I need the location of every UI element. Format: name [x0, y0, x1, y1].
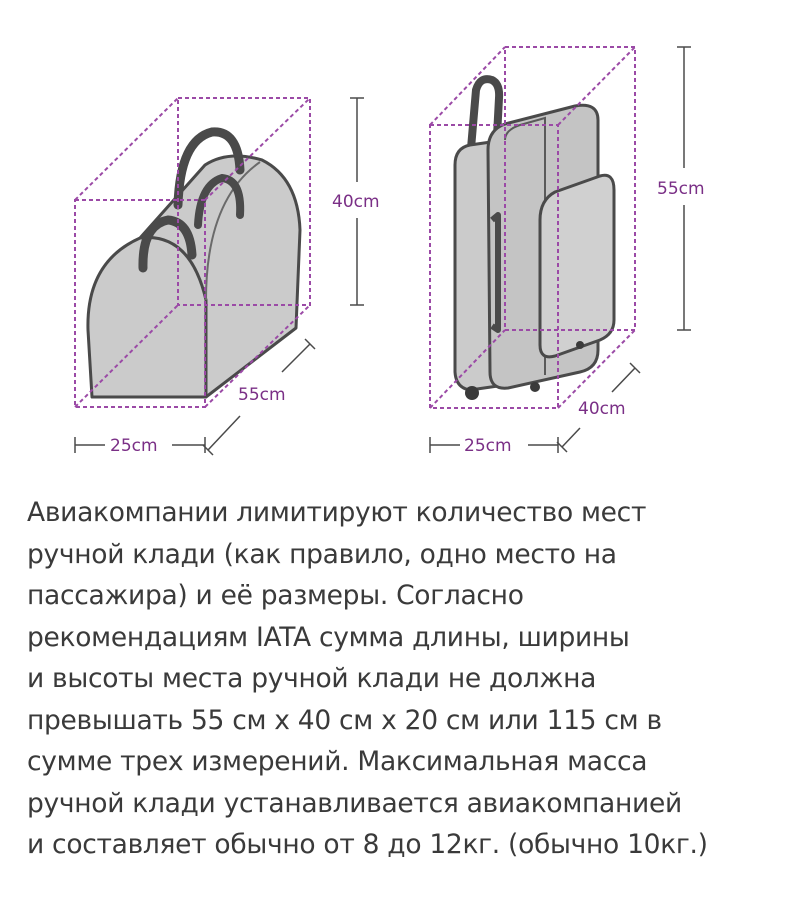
- paragraph-line: и высоты места ручной клади не должна: [27, 663, 597, 694]
- luggage-dimensions-diagram: 40cm 55cm 25cm: [74, 46, 705, 456]
- bag-height-label: 40cm: [332, 192, 380, 212]
- suitcase-dimension-box: [429, 46, 636, 409]
- wheel-icon: [576, 341, 584, 349]
- paragraph-line: сумме трех измерений. Максимальная масса: [27, 746, 648, 777]
- bag-height-measure: [350, 97, 364, 306]
- suitcase-width-measure: [429, 437, 559, 453]
- paragraph-line: рекомендациям IATA сумма длины, ширины: [27, 621, 630, 653]
- suitcase-handle-icon: [466, 75, 504, 164]
- suitcase-height-label: 55cm: [657, 179, 705, 199]
- duffel-bag-group: 40cm 55cm 25cm: [74, 97, 380, 456]
- bag-dimension-box: [74, 97, 311, 408]
- bag-length-label: 55cm: [238, 385, 286, 405]
- duffel-bag-icon: [86, 154, 302, 399]
- suitcase-depth-label: 40cm: [578, 399, 626, 419]
- bag-handle-icon: [173, 127, 245, 210]
- suitcase-group: 55cm 40cm 25cm: [429, 46, 705, 456]
- paragraph-line: и составляет обычно от 8 до 12кг. (обычн…: [27, 829, 708, 860]
- suitcase-width-label: 25cm: [464, 436, 512, 456]
- bag-width-label: 25cm: [110, 436, 158, 456]
- suitcase-height-measure: [677, 46, 691, 331]
- suitcase-pocket-icon: [538, 173, 616, 359]
- paragraph-line: ручной клади устанавливается авиакомпани…: [27, 787, 682, 819]
- bag-width-measure: [74, 437, 206, 453]
- paragraph-line: Авиакомпании лимитируют количество мест: [27, 497, 647, 528]
- paragraph-line: превышать 55 см х 40 см х 20 см или 115 …: [27, 704, 662, 736]
- wheel-icon: [530, 382, 540, 392]
- paragraph-line: пассажира) и её размеры. Согласно: [27, 580, 524, 611]
- wheel-icon: [465, 386, 479, 400]
- description-paragraph: Авиакомпании лимитируют количество мест …: [27, 492, 777, 866]
- paragraph-line: ручной клади (как правило, одно место на: [27, 538, 617, 570]
